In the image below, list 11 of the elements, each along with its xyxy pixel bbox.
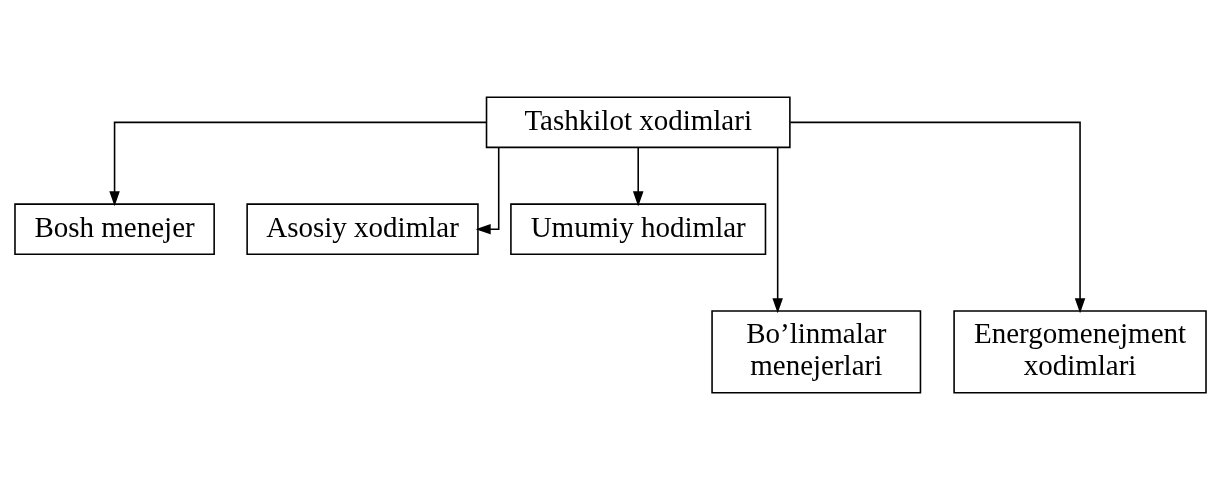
arrow (632, 146, 644, 206)
node-box: Energomenejment xodimlari (953, 309, 1207, 393)
node-box: Tashkilot xodimlari (485, 96, 791, 148)
arrow (789, 121, 1086, 313)
arrow (475, 146, 500, 234)
node-box: Asosiy xodimlar (246, 202, 479, 255)
node-box: Umumiy hodimlar (510, 202, 767, 255)
node-box: Bosh menejer (14, 202, 215, 255)
node-box: Bo’linmalar menejerlari (711, 309, 922, 393)
arrow (109, 121, 488, 206)
arrow (772, 146, 783, 313)
